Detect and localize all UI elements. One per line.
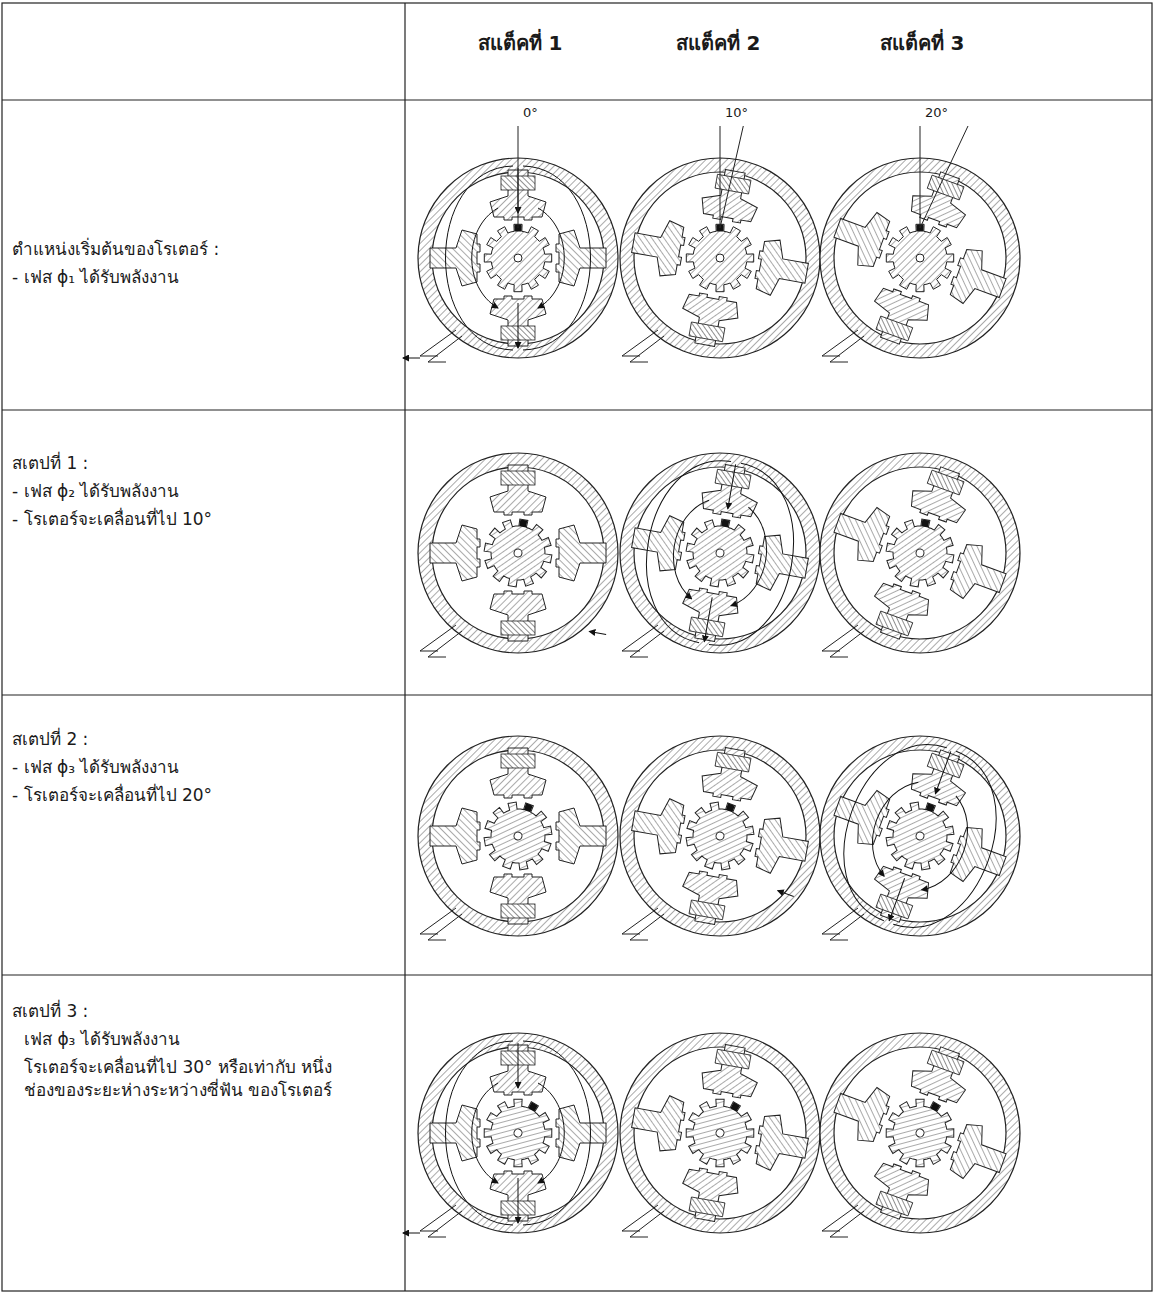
row-label: โรเตอร์จะเคลื่อนที่ไป 30° หรือเท่ากับ หน… xyxy=(24,1056,344,1102)
column-header: สแต็คที่ 2 xyxy=(676,30,761,57)
row-label: - เฟส ϕ₁ ได้รับพลังงาน xyxy=(12,266,179,289)
angle-label: 0° xyxy=(523,104,538,122)
row-label: สเตปที่ 3 : xyxy=(12,1000,88,1023)
column-header: สแต็คที่ 1 xyxy=(478,30,563,57)
row-label: ตำแหน่งเริ่มต้นของโรเตอร์ : xyxy=(12,238,219,261)
row-label: - โรเตอร์จะเคลื่อนที่ไป 20° xyxy=(12,784,212,807)
motor-section xyxy=(807,440,1033,666)
angle-label: 20° xyxy=(925,104,948,122)
motor-section xyxy=(403,1033,618,1237)
motor-section xyxy=(618,1031,822,1237)
angle-line xyxy=(518,126,968,228)
row-label: สเตปที่ 1 : xyxy=(12,452,88,475)
motor-section xyxy=(807,1020,1033,1246)
motor-section xyxy=(418,453,618,657)
motor-section xyxy=(589,442,822,664)
row-label: สเตปที่ 2 : xyxy=(12,728,88,751)
motor-section xyxy=(418,736,618,940)
angle-label: 10° xyxy=(725,104,748,122)
motor-section xyxy=(778,710,1033,955)
motor-section xyxy=(618,734,822,940)
row-label: - โรเตอร์จะเคลื่อนที่ไป 10° xyxy=(12,508,212,531)
row-label: - เฟส ϕ₂ ได้รับพลังงาน xyxy=(12,480,179,503)
table-grid xyxy=(2,3,1152,1291)
column-header: สแต็คที่ 3 xyxy=(880,30,965,57)
row-label: - เฟส ϕ₃ ได้รับพลังงาน xyxy=(12,756,179,779)
motor-section xyxy=(403,158,618,362)
row-label: เฟส ϕ₃ ได้รับพลังงาน xyxy=(24,1028,180,1051)
